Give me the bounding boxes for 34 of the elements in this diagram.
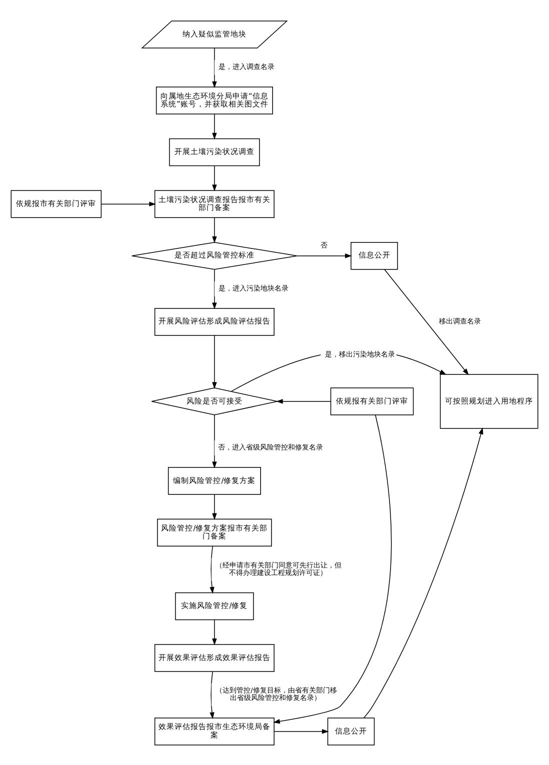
arrow <box>100 201 156 206</box>
node-diamond: 风险是否可接受 <box>151 387 278 415</box>
arrow <box>212 113 217 140</box>
arrow <box>212 165 217 191</box>
node-box: 依规报有关部门评审 <box>330 387 414 415</box>
node-box: 风险管控/修复方案报市有关部门备案 <box>157 518 272 546</box>
arrow <box>212 47 217 88</box>
arrow <box>212 619 217 645</box>
arrow <box>273 414 392 724</box>
node-box: 可按照规划进入用地程序 <box>440 374 538 428</box>
node-box: 开展土壤污染状况调查 <box>169 138 260 166</box>
node-box: 依规报市有关部门评审 <box>10 190 102 218</box>
arrow <box>212 268 217 309</box>
arrow <box>212 216 217 243</box>
node-box: 向属地生态环境分局申请“信息系统”账号，并获取相关图文件 <box>156 86 273 114</box>
arrow <box>274 728 329 734</box>
node-diamond: 是否超过风险管控标准 <box>132 241 298 270</box>
node-box: 开展风险评估形成风险评估报告 <box>154 307 274 336</box>
arrow <box>212 494 217 520</box>
arrow <box>210 670 214 719</box>
arrow <box>296 252 352 258</box>
arrow <box>212 334 217 388</box>
node-box: 效果评估报告报市生态环境局备案 <box>154 717 274 745</box>
arrow <box>276 398 331 404</box>
node-box: 开展效果评估形成效果评估报告 <box>154 644 274 672</box>
node-box: 编制风险管控/修复方案 <box>168 466 261 494</box>
node-box: 信息公开 <box>327 717 375 745</box>
node-box: 土壤污染状况调查报告报市有关部门备案 <box>154 190 274 218</box>
arrow <box>210 545 214 594</box>
arrow <box>364 426 484 718</box>
node-box: 信息公开 <box>350 241 398 270</box>
node-box: 实施风险管控/修复 <box>175 592 254 620</box>
arrow <box>384 268 469 375</box>
arrow <box>212 414 217 468</box>
